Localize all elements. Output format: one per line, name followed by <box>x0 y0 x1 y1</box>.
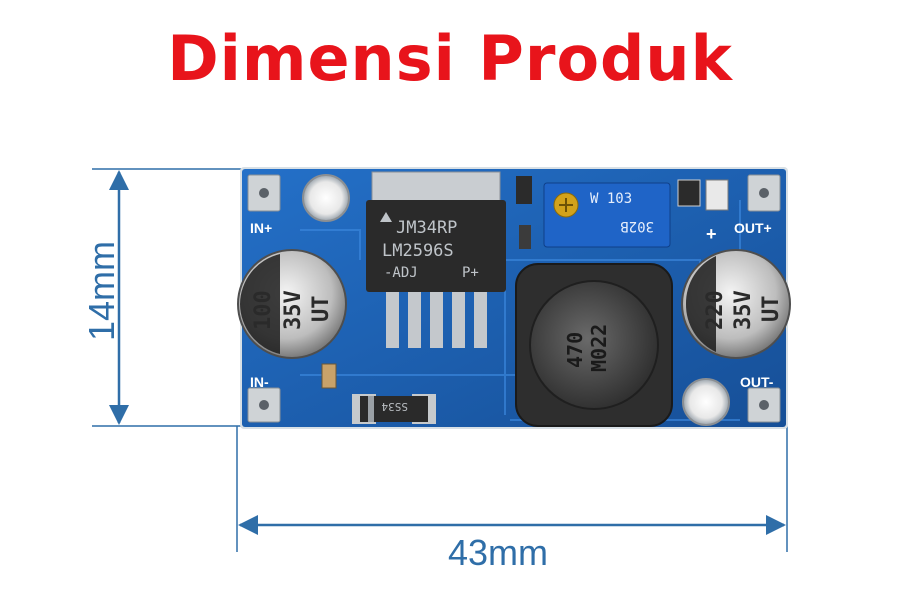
inductor-text-1: 470 <box>563 332 587 368</box>
schottky-diode: SS34 <box>352 394 436 424</box>
output-capacitor: 220 35V UT <box>681 249 791 359</box>
ic-text-1: JM34RP <box>396 218 457 238</box>
width-dimension-label: 43mm <box>448 532 549 573</box>
cap-out-text-1: 220 <box>703 290 728 330</box>
ic-text-3: -ADJ <box>384 265 418 281</box>
potentiometer: W 103 302B <box>543 182 671 248</box>
smd-components <box>321 176 729 389</box>
cap-out-text-3: UT <box>759 296 784 323</box>
regulator-ic: JM34RP LM2596S -ADJ P+ <box>366 171 506 348</box>
cap-in-text-1: 100 <box>251 290 276 330</box>
label-out-minus: OUT- <box>740 374 774 390</box>
plus-mark: + <box>706 224 717 244</box>
mounting-hole <box>682 378 730 426</box>
cap-out-text-2: 35V <box>731 290 756 330</box>
label-in-minus: IN- <box>250 374 269 390</box>
page-title: Dimensi Produk <box>167 22 733 95</box>
inductor: 470 M022 <box>515 263 673 427</box>
cap-in-text-2: 35V <box>281 290 306 330</box>
diode-text: SS34 <box>381 400 408 413</box>
label-in-plus: IN+ <box>250 220 272 236</box>
height-dimension-label: 14mm <box>81 240 123 342</box>
inductor-text-2: M022 <box>587 324 611 372</box>
ic-text-4: P+ <box>462 265 479 281</box>
mounting-hole <box>302 174 350 222</box>
pot-text-2: 302B <box>620 218 654 234</box>
label-out-plus: OUT+ <box>734 220 772 236</box>
input-capacitor: 100 35V UT <box>237 249 347 359</box>
dimension-lines <box>92 168 788 552</box>
pot-text-1: W 103 <box>590 191 632 207</box>
cap-in-text-3: UT <box>309 296 334 323</box>
ic-text-2: LM2596S <box>382 241 454 261</box>
